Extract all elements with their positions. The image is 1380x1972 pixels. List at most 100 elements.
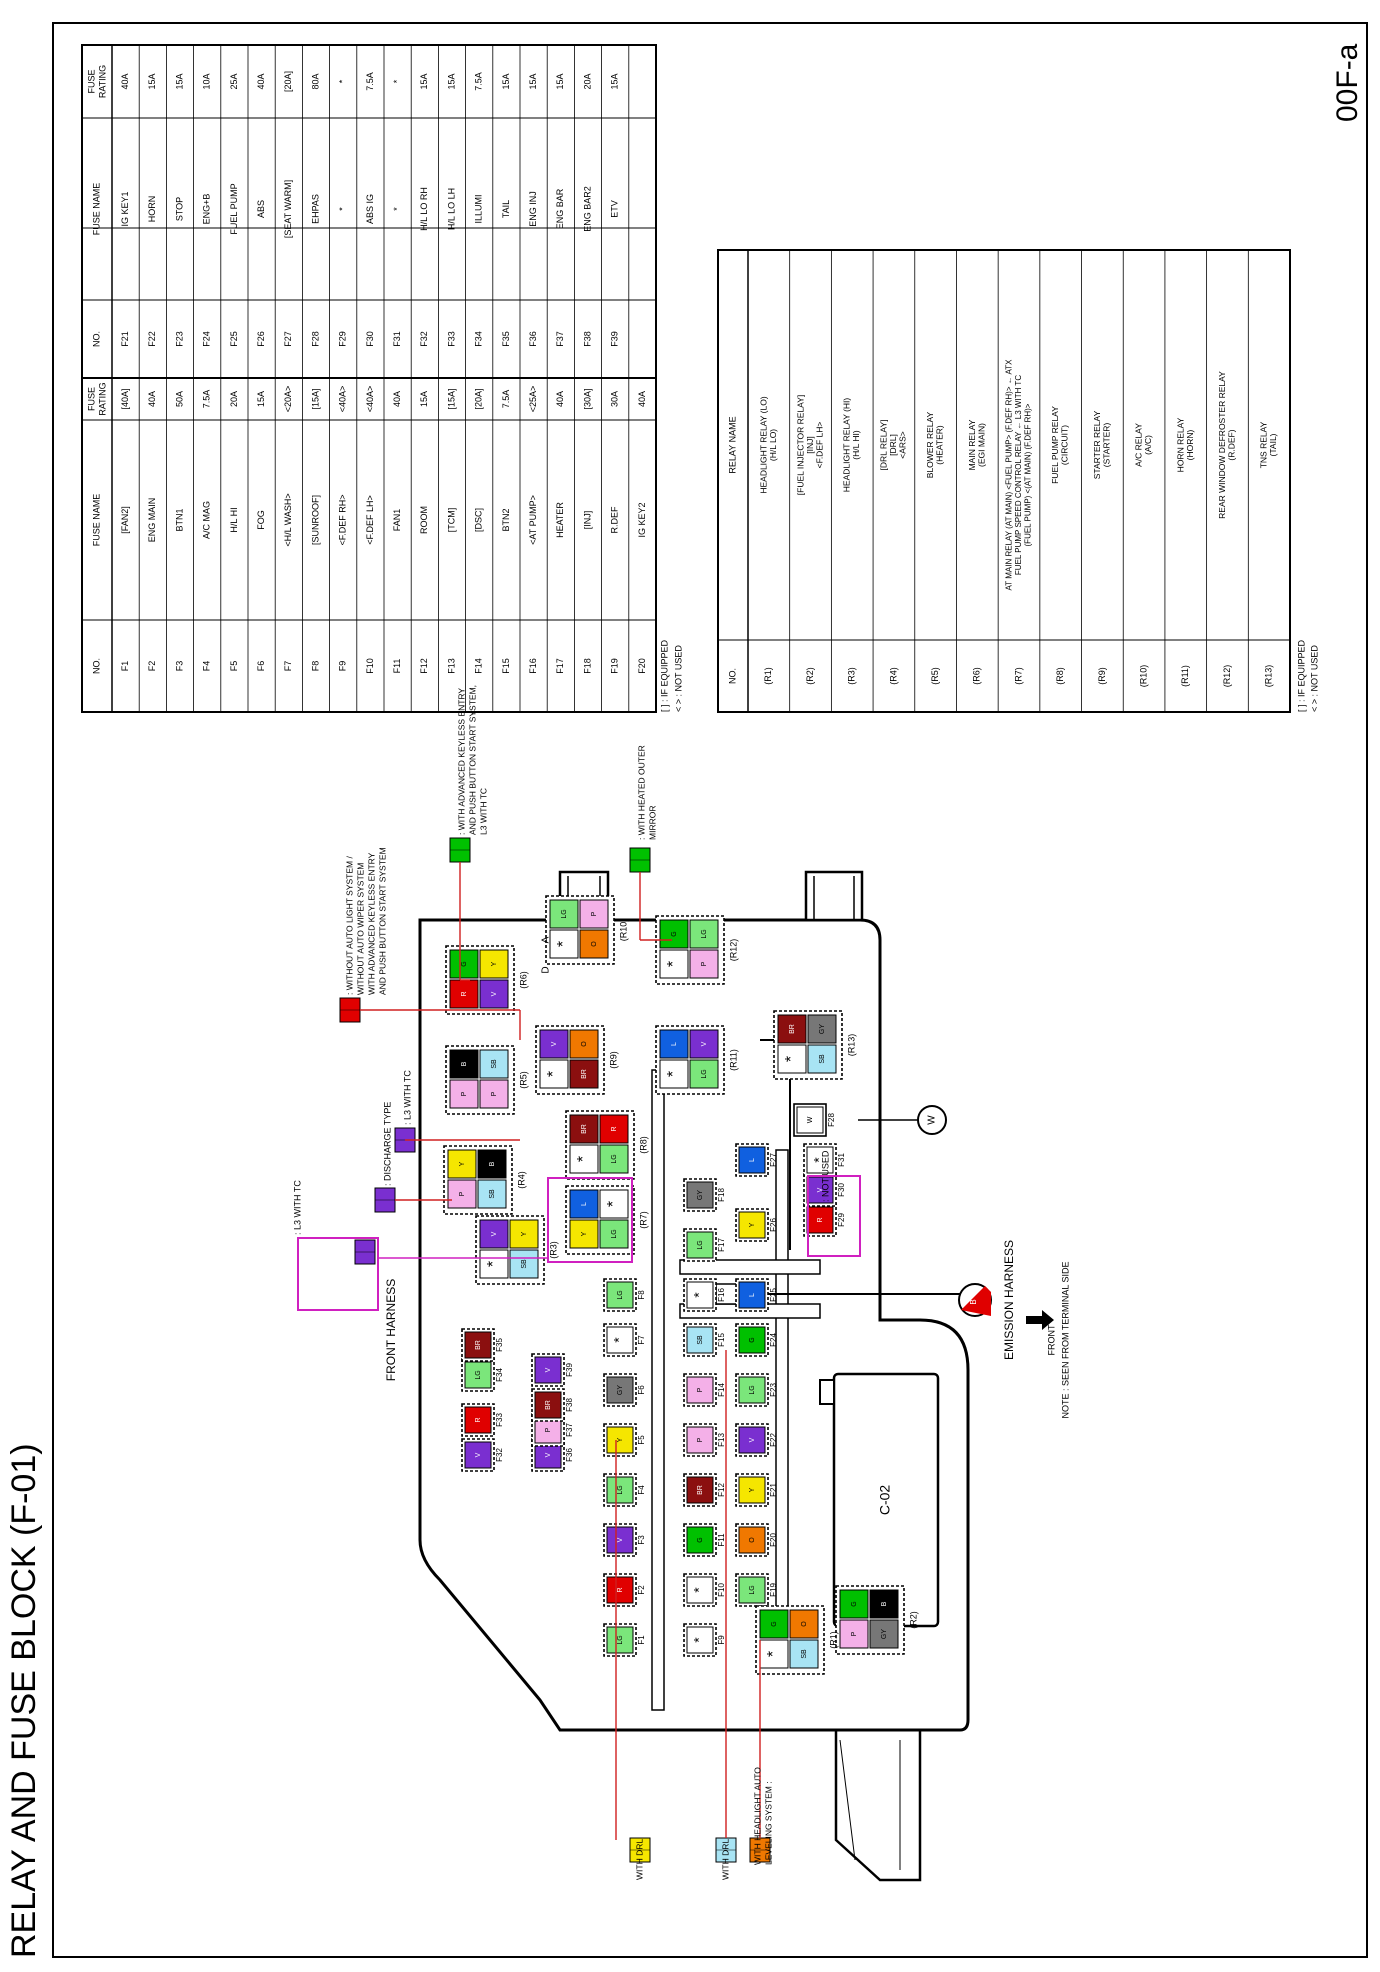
- fuse-id-label: F38: [565, 1398, 574, 1412]
- relay-terminal-code: O: [591, 941, 598, 947]
- fuse-id-label: F32: [495, 1448, 504, 1462]
- fuse-color-code: LG: [749, 1585, 756, 1594]
- fuse-rating: *: [392, 79, 402, 83]
- fuse-name: ROOM: [419, 506, 429, 534]
- relay-terminal-code: P: [591, 911, 598, 916]
- relay-name: (STARTER): [1101, 423, 1111, 468]
- fuse-name: [SUNROOF]: [310, 495, 320, 545]
- relay-terminal-code: *: [783, 1056, 800, 1062]
- fuse-f15: [686, 1326, 714, 1354]
- ground-w-label: W: [927, 1115, 938, 1125]
- callout-text: L3 WITH TC: [478, 788, 488, 835]
- relay-terminal: [579, 929, 609, 959]
- fuse-f1: [606, 1626, 634, 1654]
- relay-terminal-code: BR: [789, 1024, 796, 1034]
- fuse-f3: [606, 1526, 634, 1554]
- fuse-no: F27: [283, 331, 293, 347]
- fuse-id-label: F6: [637, 1385, 646, 1395]
- relay-terminal: [807, 1014, 837, 1044]
- relay-terminal: [869, 1619, 899, 1649]
- relay-name: STARTER RELAY: [1092, 410, 1102, 479]
- fuse-no: F20: [637, 658, 647, 674]
- fuse-rating: 15A: [555, 73, 565, 89]
- front-arrow-icon: [1026, 1310, 1054, 1330]
- fuse-f19: [738, 1576, 766, 1604]
- relay-terminal-code: GY: [881, 1629, 888, 1639]
- relay-terminal: [549, 929, 579, 959]
- fuse-rating: 40A: [256, 73, 266, 89]
- fuse-color-code: LG: [749, 1385, 756, 1394]
- fuse-no: F26: [256, 331, 266, 347]
- fuse-color-code: BR: [697, 1485, 704, 1495]
- relay-terminal: [479, 1079, 509, 1109]
- fuse-color-code: V: [749, 1437, 756, 1442]
- fuse-id-label: F28: [827, 1113, 836, 1127]
- relay-terminal-code: *: [545, 1071, 562, 1077]
- callouts: [297, 837, 1054, 1863]
- callout-text: WITH DRL: [634, 1839, 644, 1880]
- fuse-id-label: F21: [769, 1483, 778, 1497]
- fuse-rating: [40A]: [120, 388, 130, 409]
- fuse-rating: 15A: [174, 73, 184, 89]
- relay-table-border: [717, 249, 1291, 713]
- fuse-no: F37: [555, 331, 565, 347]
- fuse-table-header: FUSE: [86, 387, 96, 411]
- fuse-color-code: *: [691, 1637, 707, 1643]
- relay-id-label: (R2): [908, 1611, 918, 1629]
- relay-name: AT MAIN RELAY (AT MAIN) <FUEL PUMP> (F.D…: [1005, 359, 1014, 591]
- relay-terminal-code: V: [491, 991, 498, 996]
- fuse-name: FOG: [256, 510, 266, 530]
- relay-terminal-code: G: [851, 1601, 858, 1606]
- fuse-rating: 20A: [582, 73, 592, 89]
- relay-terminal: [449, 979, 479, 1009]
- fuse-no: F32: [419, 331, 429, 347]
- c02-latch: [819, 1379, 835, 1405]
- mounting-tab: [804, 870, 864, 922]
- relay-no: (R7): [1013, 667, 1023, 685]
- relay-no: (R6): [972, 667, 982, 685]
- fuse-color-code: BR: [545, 1400, 552, 1410]
- fuse-id-label: F25: [769, 1288, 778, 1302]
- relay-terminal-code: R: [461, 991, 468, 996]
- fuse-name: <AT PUMP>: [528, 495, 538, 545]
- relay-name: REAR WINDOW DEFROSTER RELAY: [1217, 371, 1227, 519]
- fuse-no: F31: [392, 331, 402, 347]
- fuse-color-code: G: [697, 1537, 704, 1542]
- fuse-name: HEATER: [555, 502, 565, 538]
- fuse-rating: 15A: [446, 73, 456, 89]
- block-outline: [418, 870, 970, 1882]
- relay-terminal: [869, 1589, 899, 1619]
- relay-name: [FUEL INJECTOR RELAY]: [795, 395, 805, 495]
- fuse-id-label: F19: [769, 1583, 778, 1597]
- fuse-name: TAIL: [501, 200, 511, 218]
- relay-terminal-code: SB: [521, 1259, 528, 1269]
- relay-name: HEADLIGHT RELAY (HI): [842, 398, 852, 493]
- fuse-id-label: F36: [565, 1448, 574, 1462]
- relay-terminal: [479, 1249, 509, 1279]
- fuse-name: HORN: [147, 196, 157, 223]
- relay-terminal: [477, 1179, 507, 1209]
- fuse-name: H/L LO RH: [419, 187, 429, 231]
- relay-id-label: (R7): [638, 1211, 648, 1229]
- relay-name: (H/L LO): [768, 429, 778, 461]
- fuse-rating: 40A: [555, 391, 565, 407]
- relay-id-label: (R1): [828, 1631, 838, 1649]
- fuse-table-header: FUSE NAME: [91, 494, 101, 547]
- fuse-f32: [464, 1441, 492, 1469]
- fuse-no: F21: [120, 331, 130, 347]
- fuse-f23: [738, 1376, 766, 1404]
- fuse-rating: 15A: [528, 73, 538, 89]
- relay-terminal-code: V: [701, 1041, 708, 1046]
- fuse-color-code: W: [807, 1116, 814, 1123]
- relay-terminal: [509, 1219, 539, 1249]
- relay-name: <ARS>: [898, 431, 908, 458]
- relay-table-header: RELAY NAME: [727, 416, 737, 473]
- fuse-color-code: V: [617, 1537, 624, 1542]
- emission-harness-icon: [961, 1286, 991, 1316]
- relay-terminal: [659, 919, 689, 949]
- fuse-id-label: F31: [837, 1153, 846, 1167]
- note-label: NOTE : SEEN FROM TERMINAL SIDE: [1060, 1261, 1070, 1418]
- callout-text: WITH DRL: [720, 1839, 730, 1880]
- relay-table: [717, 249, 1291, 713]
- front-harness-label: FRONT HARNESS: [384, 1279, 398, 1381]
